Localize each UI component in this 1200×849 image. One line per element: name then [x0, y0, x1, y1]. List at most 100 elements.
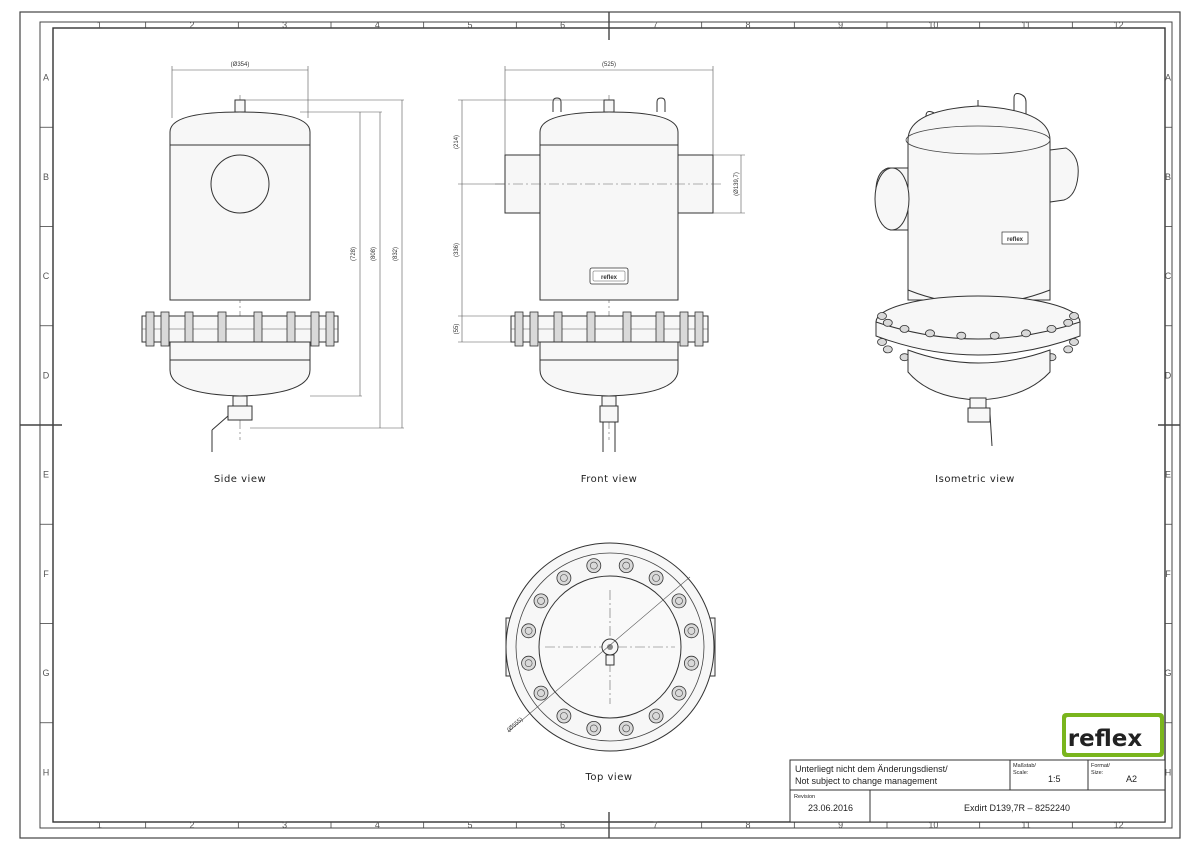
- top-bolt-core: [652, 712, 660, 720]
- zone-row-label: C: [43, 271, 50, 281]
- scale-value: 1:5: [1048, 774, 1061, 784]
- top-bolt: [586, 558, 602, 573]
- top-bolt: [533, 593, 549, 609]
- top-bolt: [684, 623, 699, 639]
- iso-bolt-top: [877, 312, 887, 320]
- front-dim-336: (336): [454, 243, 460, 257]
- top-bolt-core: [675, 689, 683, 697]
- zone-row-label: F: [43, 569, 49, 579]
- zone-row-label: G: [1164, 668, 1171, 678]
- iso-bolt-top: [1021, 329, 1031, 338]
- side-height-728: (728): [351, 247, 357, 261]
- side-height-832: (832): [393, 247, 399, 261]
- zone-column-label: 2: [189, 820, 194, 830]
- front-nozzle-dimension: (Ø139,7): [734, 172, 740, 196]
- zone-column-label: 4: [375, 20, 380, 30]
- iso-bolt-top: [1069, 312, 1079, 320]
- zone-column-label: 12: [1114, 820, 1124, 830]
- zone-column-label: 12: [1114, 20, 1124, 30]
- top-bolt-core: [687, 659, 696, 668]
- front-dim-55: (55): [454, 324, 460, 335]
- zone-column-label: 3: [282, 20, 287, 30]
- top-bolt-core: [675, 597, 683, 605]
- top-bolt: [648, 570, 664, 586]
- top-bolt: [684, 655, 699, 671]
- top-view: (Ø555): [505, 542, 716, 752]
- iso-bolt-top: [899, 324, 910, 333]
- zone-column-label: 6: [560, 820, 565, 830]
- isometric-view: reflex: [874, 93, 1081, 447]
- zone-column-label: 3: [282, 820, 287, 830]
- zone-column-label: 11: [1021, 820, 1030, 830]
- zone-row-label: D: [1165, 370, 1172, 380]
- iso-bolt-bottom: [1063, 345, 1074, 354]
- top-bolt: [618, 721, 634, 736]
- scale-label-de: Maßstab/: [1013, 763, 1036, 769]
- zone-row-label: H: [1165, 767, 1172, 777]
- top-bolt: [586, 721, 602, 736]
- zone-row-label: F: [1165, 569, 1171, 579]
- title-note-de: Unterliegt nicht dem Änderungsdienst/: [795, 764, 948, 774]
- title-note-en: Not subject to change management: [795, 776, 938, 786]
- zone-column-label: 5: [467, 20, 472, 30]
- iso-bolt-bottom: [882, 345, 893, 354]
- zone-row-label: B: [1165, 172, 1171, 182]
- top-bolt: [521, 655, 536, 671]
- top-bolt-core: [622, 724, 631, 733]
- revision-date: 23.06.2016: [808, 803, 853, 813]
- format-value: A2: [1126, 774, 1137, 784]
- zone-column-label: 1: [97, 20, 102, 30]
- zone-column-label: 1: [97, 820, 102, 830]
- top-bolt-core: [537, 597, 545, 605]
- zone-column-label: 2: [189, 20, 194, 30]
- side-view-label: Side view: [214, 474, 266, 485]
- revision-label: Revision: [794, 794, 815, 800]
- zone-row-label: A: [1165, 73, 1171, 83]
- zone-row-label: E: [43, 470, 49, 480]
- scale-label-en: Scale:: [1013, 770, 1029, 776]
- zone-row-label: A: [43, 73, 49, 83]
- top-bolt-core: [589, 561, 598, 570]
- top-bolt-core: [622, 561, 631, 570]
- iso-bolt-bottom: [1069, 338, 1079, 346]
- front-view: reflex (525) (214) (33: [454, 62, 745, 452]
- iso-bolt-top: [1063, 318, 1074, 327]
- iso-bolt-top: [1046, 324, 1057, 333]
- top-bolt-core: [560, 712, 568, 720]
- top-bolt-core: [652, 574, 660, 582]
- top-bolt-core: [524, 626, 533, 635]
- zone-row-label: C: [1165, 271, 1172, 281]
- zone-column-label: 11: [1021, 20, 1030, 30]
- side-view: (Ø354) (728) (808) (832): [141, 62, 404, 452]
- zone-column-label: 9: [838, 820, 843, 830]
- top-bolt-core: [560, 574, 568, 582]
- zone-column-label: 9: [838, 20, 843, 30]
- zone-row-label: B: [43, 172, 49, 182]
- zone-row-label: H: [43, 767, 50, 777]
- iso-bolt-top: [989, 331, 1000, 340]
- side-height-808: (808): [371, 247, 377, 261]
- top-bolt: [521, 623, 536, 639]
- zone-column-label: 5: [467, 820, 472, 830]
- top-bolt: [648, 708, 664, 724]
- iso-bolt-bottom: [877, 338, 887, 346]
- format-label-de: Format/: [1091, 763, 1110, 769]
- top-bolt: [556, 708, 572, 724]
- iso-bolt-top: [925, 329, 935, 338]
- zone-column-label: 8: [745, 820, 750, 830]
- iso-nameplate-text: reflex: [1007, 237, 1024, 243]
- top-bolt: [556, 570, 572, 586]
- front-nameplate-text: reflex: [601, 275, 618, 281]
- drawing-title: Exdirt D139,7R – 8252240: [964, 803, 1070, 813]
- iso-bolt-top: [882, 318, 893, 327]
- zone-row-label: D: [43, 370, 50, 380]
- top-bolt-core: [589, 724, 598, 733]
- top-bolt-core: [537, 689, 545, 697]
- title-block: Unterliegt nicht dem Änderungsdienst/ No…: [789, 759, 1166, 823]
- top-bolt-core: [687, 626, 696, 635]
- side-width-dimension: (Ø354): [231, 62, 250, 68]
- top-bolt: [618, 558, 634, 573]
- zone-column-label: 10: [928, 820, 938, 830]
